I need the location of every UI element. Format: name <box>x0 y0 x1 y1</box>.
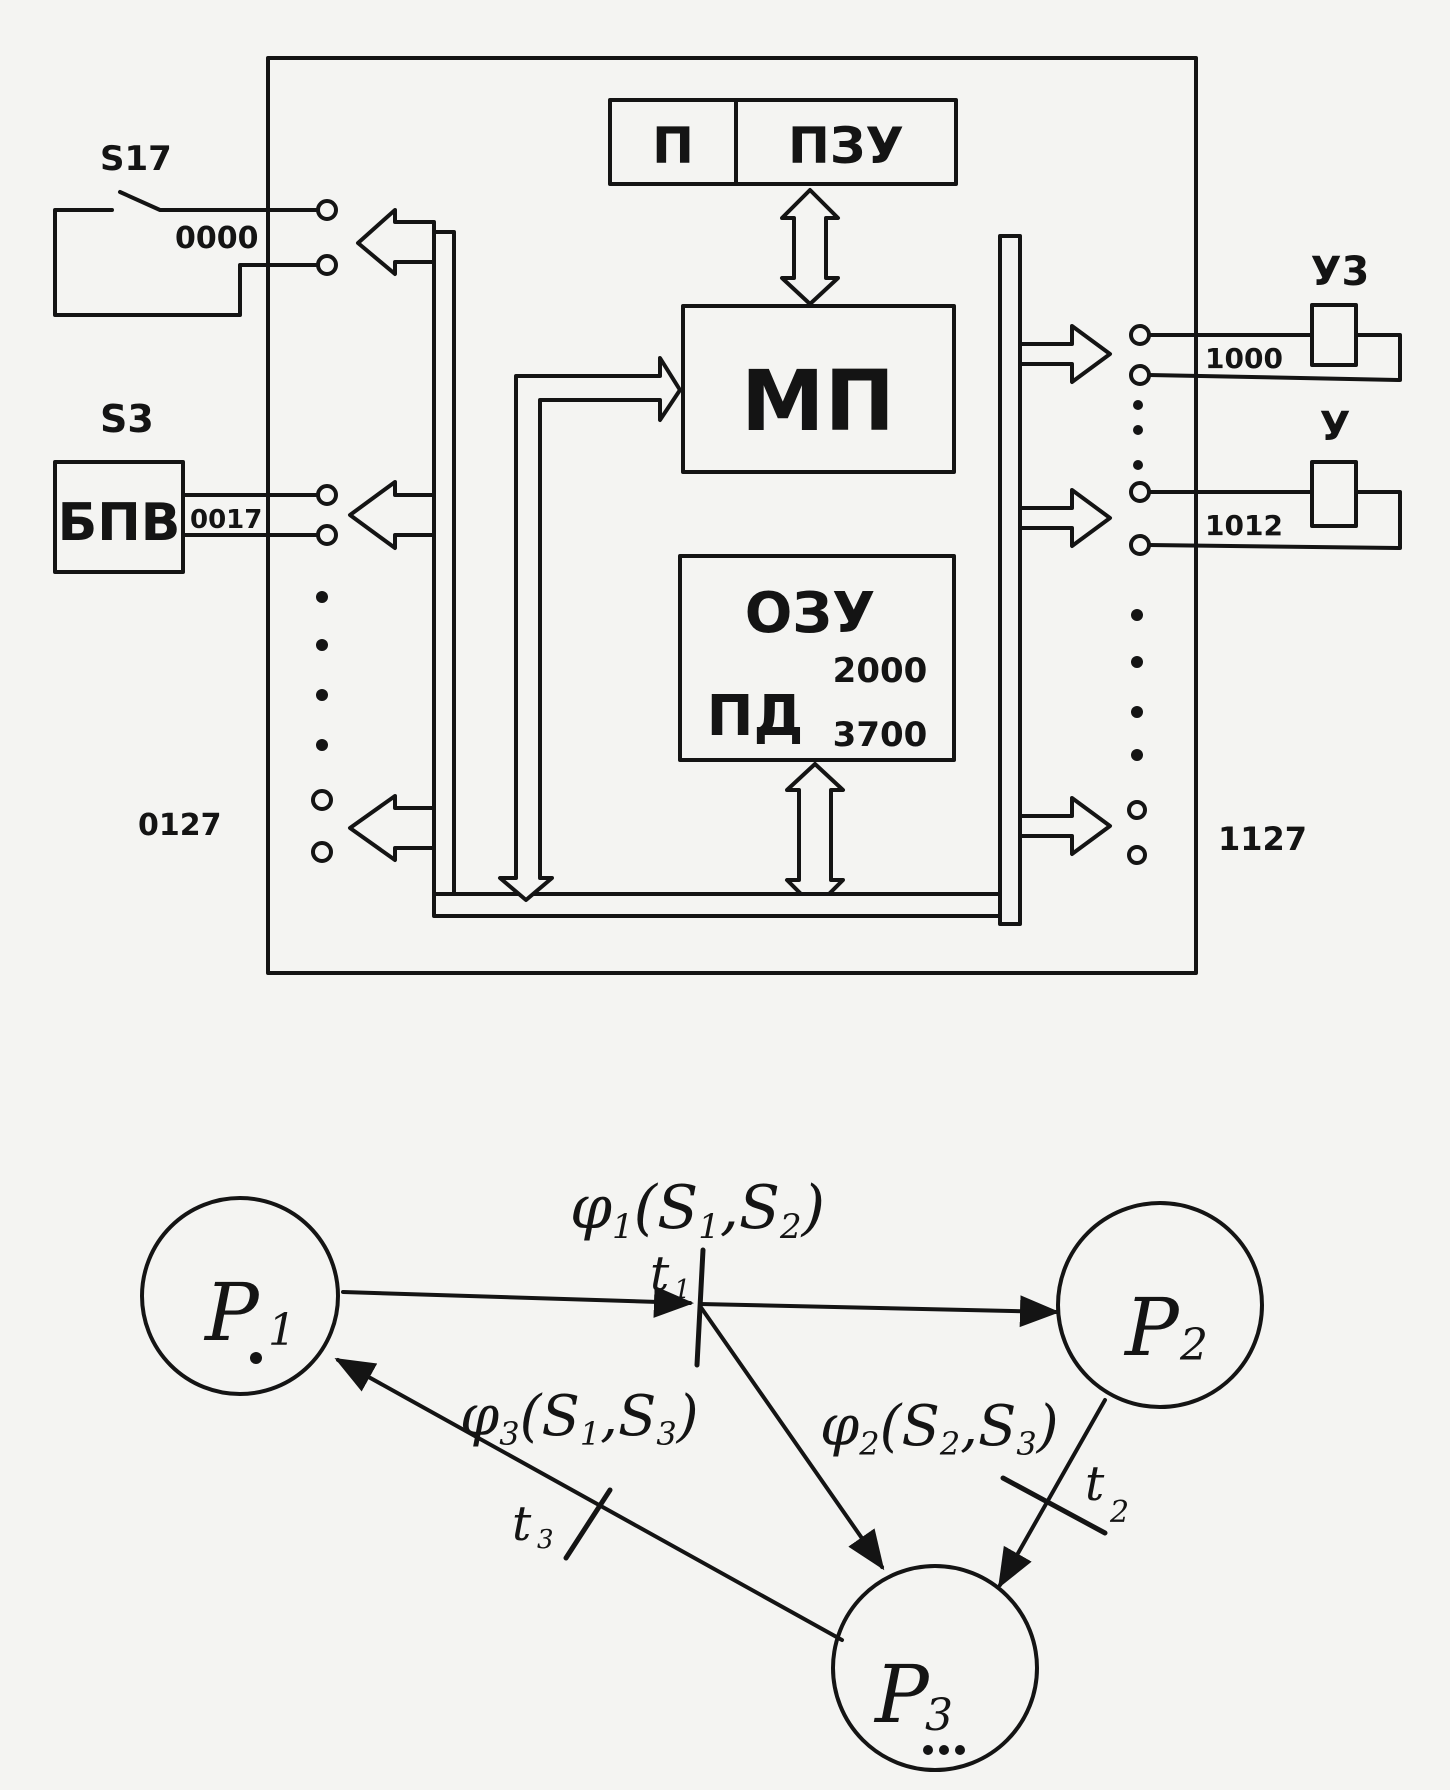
transition-t2-bar <box>1000 1475 1108 1536</box>
ram-subtitle: ПД <box>707 684 804 749</box>
transition-t1-bar <box>694 1247 706 1368</box>
rom-right-label: ПЗУ <box>788 117 904 175</box>
transition-t2-label: t 2 <box>1085 1456 1129 1530</box>
input-block-label: БПВ <box>58 493 181 553</box>
coil-1-address: 1000 <box>1205 342 1283 375</box>
transition-t3-label: t 3 <box>512 1496 554 1555</box>
input-last-address: 0127 <box>138 808 222 843</box>
system-bus <box>348 188 1112 926</box>
place-p3-sub: 3 <box>925 1690 953 1741</box>
output-terminals <box>1127 324 1151 865</box>
output-last-address: 1127 <box>1218 820 1307 858</box>
rom-block: П ПЗУ <box>608 98 958 186</box>
arc-t1-p2 <box>698 1295 1060 1328</box>
svg-text:2: 2 <box>1109 1495 1129 1530</box>
ram-title: ОЗУ <box>745 581 876 646</box>
place-p1-name: P <box>203 1266 260 1359</box>
input-terminals <box>311 199 338 863</box>
arc-p2-p3 <box>998 1398 1107 1589</box>
condition-phi1: φ1(S1,S2) <box>570 1173 825 1247</box>
switch-name: S17 <box>100 139 172 179</box>
condition-phi2: φ2(S2,S3) <box>820 1394 1059 1463</box>
place-p1-token <box>250 1352 262 1364</box>
ram-addr-start: 2000 <box>833 651 928 691</box>
input-block-name: S3 <box>100 397 154 441</box>
svg-text:t: t <box>512 1496 532 1552</box>
petri-net: P 1 P 2 P 3 t 1 <box>140 1173 1264 1772</box>
svg-text:t: t <box>650 1246 670 1302</box>
coil-2-name: У <box>1320 404 1351 450</box>
controller-frame <box>266 56 1198 975</box>
input-block-address: 0017 <box>190 505 262 535</box>
ram-addr-end: 3700 <box>833 715 928 755</box>
rom-left-label: П <box>652 117 694 175</box>
place-p3: P 3 <box>831 1564 1039 1772</box>
arc-p3-p1 <box>334 1358 844 1642</box>
transition-t3-bar <box>563 1487 613 1561</box>
svg-text:3: 3 <box>537 1525 554 1555</box>
place-p2-sub: 2 <box>1179 1320 1208 1371</box>
svg-text:1: 1 <box>674 1275 691 1305</box>
output-coil-2: У 1012 <box>1147 404 1402 550</box>
place-p1: P 1 <box>140 1196 340 1396</box>
svg-text:t: t <box>1085 1456 1105 1512</box>
place-p3-name: P <box>873 1648 930 1741</box>
arc-p1-t1 <box>341 1285 694 1318</box>
switch-address: 0000 <box>175 221 259 256</box>
output-coil-1: У3 1000 <box>1147 249 1402 382</box>
coil-1-name: У3 <box>1311 249 1370 295</box>
arc-t1-p3 <box>698 1304 885 1571</box>
place-p2: P 2 <box>1056 1201 1264 1409</box>
input-block-s3: S3 БПВ 0017 <box>53 397 320 574</box>
coil-2-address: 1012 <box>1205 509 1283 542</box>
place-p1-sub: 1 <box>268 1305 296 1356</box>
cpu-block: МП <box>681 304 956 474</box>
condition-phi3: φ3(S1,S3) <box>460 1384 699 1453</box>
place-p2-name: P <box>1123 1281 1180 1374</box>
ram-block: ОЗУ ПД 2000 3700 <box>678 554 956 762</box>
cpu-label: МП <box>741 352 895 450</box>
transition-t1-label: t 1 <box>650 1246 691 1305</box>
switch-s17: S17 0000 <box>53 139 320 317</box>
